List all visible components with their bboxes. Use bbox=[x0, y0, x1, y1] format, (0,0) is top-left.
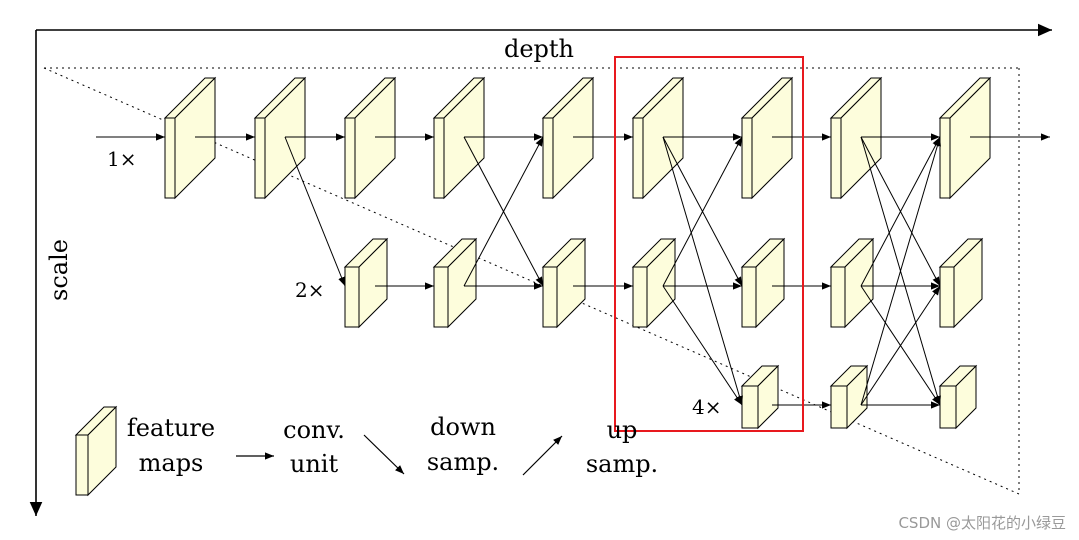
arrow-up-1 bbox=[463, 136, 544, 287]
feature-map-2x-6 bbox=[829, 237, 875, 329]
feature-map-4x-2 bbox=[829, 364, 869, 430]
feature-map-2x-5 bbox=[740, 237, 786, 329]
arrow-s1-down-c bbox=[662, 285, 743, 406]
scale-label: scale bbox=[45, 239, 73, 301]
watermark: CSDN @太阳花的小绿豆 bbox=[898, 514, 1066, 532]
feature-map-4x-3 bbox=[938, 364, 978, 430]
legend-up-line1: up bbox=[607, 416, 638, 444]
feature-map-blocks bbox=[163, 76, 992, 430]
feature-map-1x-9 bbox=[938, 76, 992, 200]
arrow-down-1 bbox=[284, 136, 346, 287]
legend-conv-line1: conv. bbox=[283, 416, 345, 444]
feature-map-2x-7 bbox=[938, 237, 984, 329]
feature-map-1x-2 bbox=[253, 76, 307, 200]
legend-feature-line2: maps bbox=[139, 449, 204, 477]
feature-map-2x-1 bbox=[343, 237, 389, 329]
arrow-s1-down-b bbox=[662, 136, 743, 406]
feature-map-2x-3 bbox=[541, 237, 587, 329]
legend-up-line2: samp. bbox=[586, 450, 658, 478]
legend-feature-map-icon bbox=[74, 405, 118, 497]
legend-conv-line2: unit bbox=[290, 450, 339, 478]
arrow-s1-up-a bbox=[662, 136, 743, 287]
highlight-box bbox=[614, 56, 804, 432]
legend-down-line2: samp. bbox=[427, 448, 499, 476]
arrow-s2-f bbox=[860, 285, 941, 406]
arrow-s2-e bbox=[860, 136, 941, 406]
feature-map-1x-4 bbox=[432, 76, 486, 200]
feature-map-1x-1 bbox=[163, 76, 217, 200]
scale-4x-label: 4× bbox=[692, 395, 721, 419]
legend-feature-line1: feature bbox=[127, 414, 215, 442]
feature-map-2x-4 bbox=[631, 237, 677, 329]
legend-down-arrow bbox=[363, 434, 405, 475]
feature-map-1x-3 bbox=[343, 76, 397, 200]
feature-map-2x-2 bbox=[432, 237, 478, 329]
legend-up-arrow bbox=[522, 435, 563, 476]
connection-arrows bbox=[96, 133, 1050, 409]
feature-map-1x-5 bbox=[541, 76, 595, 200]
dotted-region bbox=[43, 67, 1020, 495]
feature-map-4x-1 bbox=[740, 364, 780, 430]
scale-1x-label: 1× bbox=[107, 147, 136, 171]
feature-map-1x-7 bbox=[740, 76, 794, 200]
scale-2x-label: 2× bbox=[295, 278, 324, 302]
legend-feature-map-block bbox=[74, 405, 118, 497]
arrow-s2-c bbox=[860, 136, 941, 287]
depth-label: depth bbox=[504, 35, 574, 63]
legend-down-line1: down bbox=[430, 413, 496, 441]
